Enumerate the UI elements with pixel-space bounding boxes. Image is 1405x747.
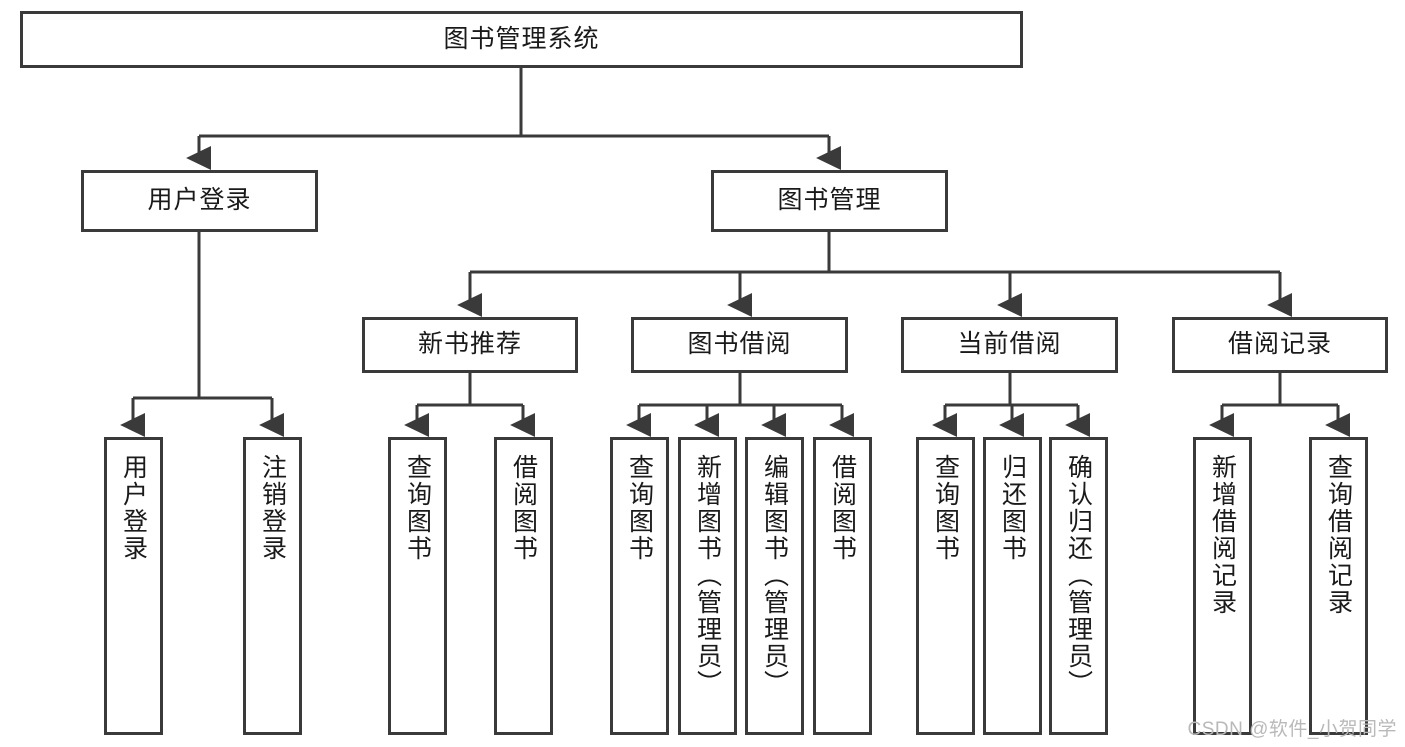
node-label: 新增图书（管理员）: [693, 454, 722, 697]
node-book-management[interactable]: 图书管理: [711, 170, 948, 232]
node-label: 用户登录: [119, 454, 148, 562]
node-label: 编辑图书（管理员）: [760, 454, 789, 697]
leaf-logout[interactable]: 注销登录: [243, 437, 302, 735]
node-label: 确认归还（管理员）: [1064, 454, 1093, 697]
leaf-confirm-return[interactable]: 确认归还（管理员）: [1049, 437, 1108, 735]
leaf-query-book-current[interactable]: 查询图书: [916, 437, 975, 735]
leaf-borrow-book-recommend[interactable]: 借阅图书: [494, 437, 553, 735]
node-label: 注销登录: [258, 454, 287, 562]
leaf-user-login[interactable]: 用户登录: [104, 437, 163, 735]
leaf-return-book[interactable]: 归还图书: [983, 437, 1042, 735]
node-label: 查询图书: [403, 454, 432, 562]
node-borrow-record[interactable]: 借阅记录: [1172, 317, 1388, 373]
node-new-book-recommend[interactable]: 新书推荐: [362, 317, 578, 373]
node-label: 借阅记录: [1227, 330, 1332, 359]
leaf-add-book[interactable]: 新增图书（管理员）: [678, 437, 737, 735]
leaf-add-borrow-record[interactable]: 新增借阅记录: [1193, 437, 1252, 735]
node-label: 查询借阅记录: [1324, 454, 1353, 616]
node-book-borrow[interactable]: 图书借阅: [631, 317, 848, 373]
node-label: 当前借阅: [957, 330, 1062, 359]
node-label: 归还图书: [998, 454, 1027, 562]
node-label: 图书借阅: [687, 330, 792, 359]
node-current-borrow[interactable]: 当前借阅: [901, 317, 1118, 373]
leaf-query-book-recommend[interactable]: 查询图书: [388, 437, 447, 735]
csdn-watermark: CSDN @软件_小贺同学: [1187, 719, 1397, 740]
node-label: 图书管理: [777, 186, 882, 215]
leaf-edit-book[interactable]: 编辑图书（管理员）: [745, 437, 804, 735]
node-label: 查询图书: [931, 454, 960, 562]
node-user-login[interactable]: 用户登录: [81, 170, 318, 232]
node-label: 借阅图书: [828, 454, 857, 562]
node-label: 新书推荐: [417, 330, 522, 359]
leaf-query-book-borrow[interactable]: 查询图书: [610, 437, 669, 735]
node-label: 图书管理系统: [443, 24, 600, 53]
node-label: 新增借阅记录: [1208, 454, 1237, 616]
node-book-management-system[interactable]: 图书管理系统: [20, 11, 1023, 68]
node-label: 用户登录: [147, 186, 252, 215]
leaf-borrow-book[interactable]: 借阅图书: [813, 437, 872, 735]
leaf-query-borrow-record[interactable]: 查询借阅记录: [1309, 437, 1368, 735]
node-label: 借阅图书: [509, 454, 538, 562]
node-label: 查询图书: [625, 454, 654, 562]
